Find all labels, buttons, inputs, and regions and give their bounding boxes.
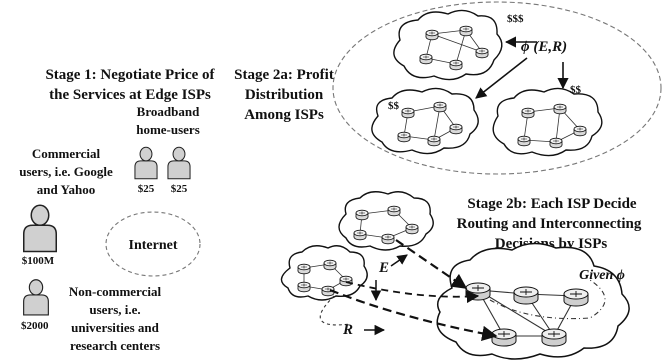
e-label: E (378, 260, 389, 276)
broadband-price-a: $25 (138, 183, 155, 195)
isp-cloud-bottom-left (371, 87, 479, 155)
path-inside-large-cloud (489, 279, 606, 320)
broadband-label-line1: Broadband (137, 104, 200, 119)
commercial-price: $100M (22, 255, 55, 267)
payment-top: $$$ (507, 13, 524, 25)
commercial-label-line3: and Yahoo (37, 182, 95, 197)
stage1-title-line2: the Services at Edge ISPs (49, 87, 211, 103)
stage2a-boundary-ellipse (332, 1, 662, 175)
payment-left: $$ (388, 100, 400, 112)
given-phi-label: Given ϕ (579, 268, 625, 283)
stage2b-title-line1: Stage 2b: Each ISP Decide (467, 196, 637, 212)
commercial-user-icon (23, 204, 57, 253)
broadband-user-icon-b (167, 146, 191, 180)
stage2b-title-line2: Routing and Interconnecting (457, 216, 642, 232)
noncommercial-label-line4: research centers (70, 338, 160, 353)
noncommercial-label-line2: users, i.e. (89, 302, 140, 317)
broadband-label-line2: home-users (136, 122, 200, 137)
phi-label: ϕ (E,R) (521, 39, 567, 55)
noncommercial-label-line3: universities and (71, 320, 160, 335)
path-upper-to-large-cloud (395, 239, 468, 289)
stage2a-title-line3: Among ISPs (244, 107, 324, 123)
isp-cloud-stage2b-lower (280, 245, 368, 301)
stage1-title-line1: Stage 1: Negotiate Price of (45, 67, 215, 83)
commercial-label-line1: Commercial (32, 146, 101, 161)
broadband-user-icon-a (134, 146, 158, 180)
stage2a-title-line1: Stage 2a: Profit (234, 67, 334, 83)
broadband-price-b: $25 (171, 183, 188, 195)
noncommercial-user-icon (23, 279, 49, 316)
path-lower-to-large-cloud (329, 288, 498, 342)
noncommercial-label-line1: Non-commercial (69, 284, 162, 299)
path-lower-to-large-cloud-alt (345, 281, 480, 304)
stage2a-title-line2: Distribution (245, 87, 324, 103)
phi-to-left-arrow (475, 57, 528, 99)
internet-label: Internet (129, 238, 178, 253)
path-loop-lower-cloud (319, 295, 351, 326)
isp-cloud-bottom-right (492, 87, 603, 157)
commercial-label-line2: users, i.e. Google (19, 164, 113, 179)
isp-cloud-stage2b-large (436, 242, 630, 360)
isp-cloud-top (393, 9, 503, 81)
noncommercial-price: $2000 (21, 320, 49, 332)
payment-right: $$ (570, 84, 582, 96)
r-label: R (342, 322, 353, 338)
isp-cloud-stage2b-upper (338, 191, 434, 251)
internet-ellipse (105, 211, 201, 277)
e-arrow (390, 254, 408, 267)
